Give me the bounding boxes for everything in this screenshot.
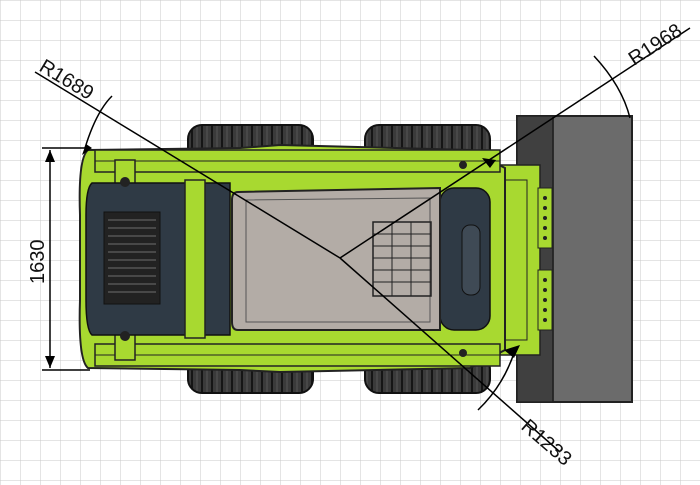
radius-rear-line [34, 71, 341, 259]
quick-attach [499, 164, 553, 356]
radius-front-line [339, 27, 691, 259]
chassis [78, 143, 506, 374]
engine-grille [103, 211, 161, 305]
arrowheads [45, 144, 520, 368]
dimension-lines [34, 27, 691, 453]
attach-plate [499, 164, 541, 356]
cab-roof [231, 186, 441, 331]
roof-hatch [372, 221, 432, 297]
width-label: 1630 [27, 240, 49, 285]
radius-inner-line [339, 257, 561, 453]
